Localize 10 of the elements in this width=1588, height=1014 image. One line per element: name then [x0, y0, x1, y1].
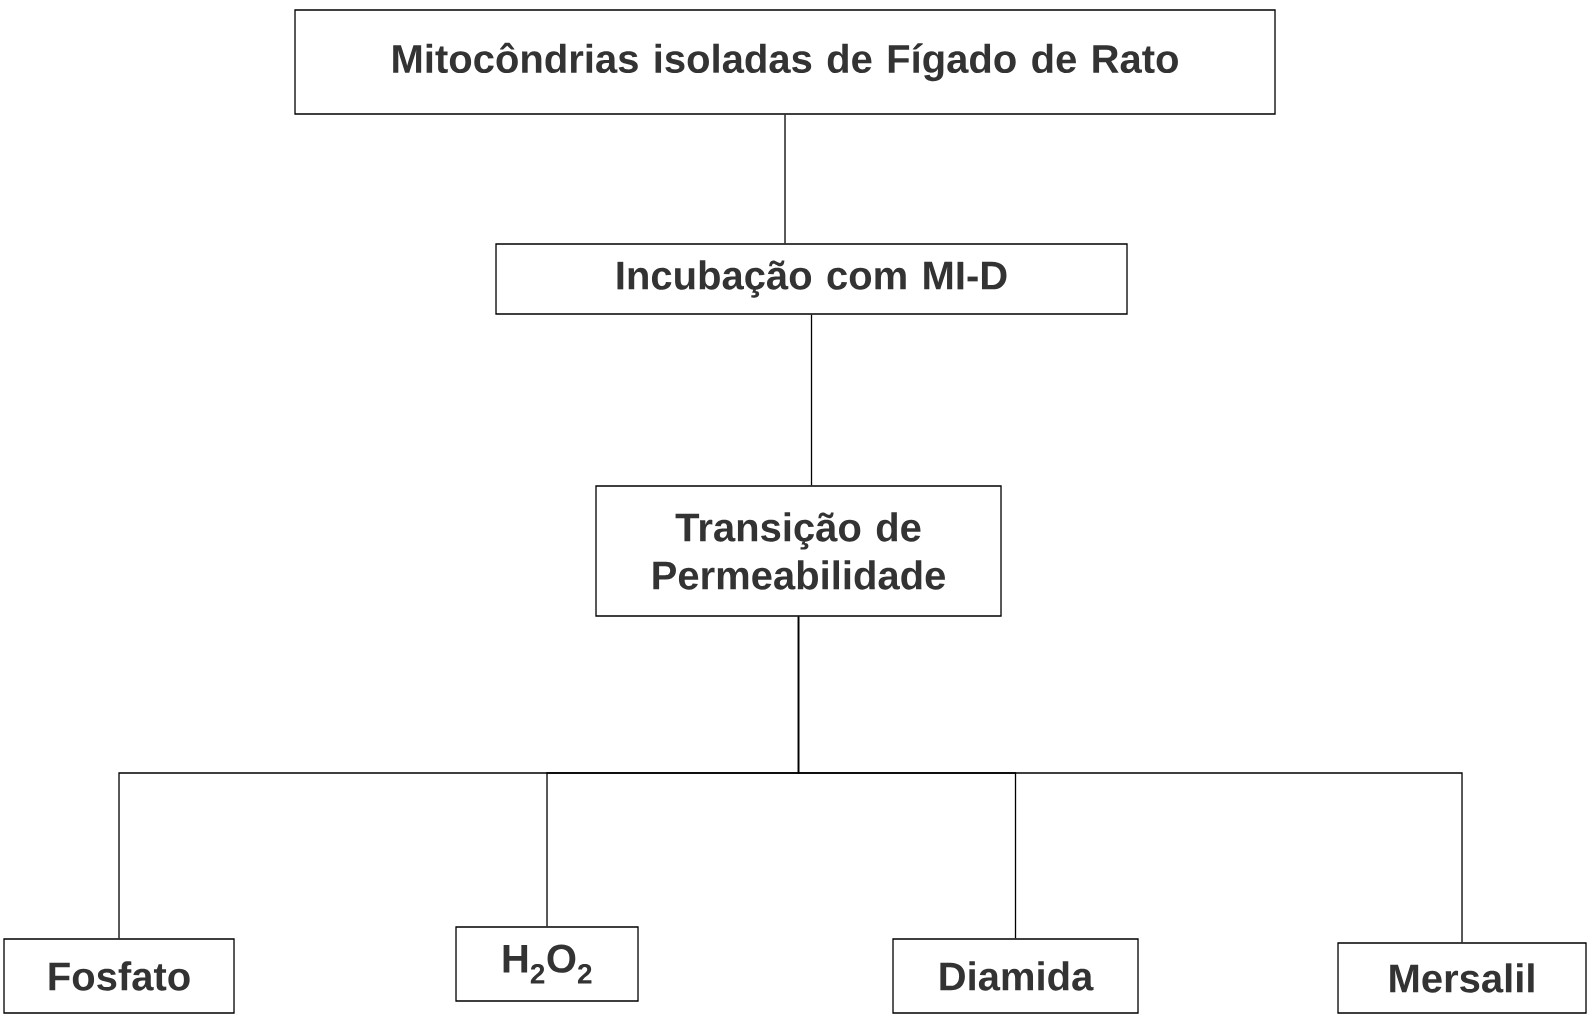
process-box: Mersalil: [1337, 942, 1587, 1014]
connector-line: [784, 114, 786, 244]
process-box: Incubação com MI-D: [495, 243, 1128, 315]
connector-line: [810, 314, 813, 486]
process-box: H$_{2}$O$_{2}$: [455, 926, 639, 1002]
process-box: Transição de Permeabilidade: [595, 485, 1002, 617]
connector-line: [797, 616, 1463, 943]
process-box: Mitocôndrias isoladas de Fígado de Rato: [294, 9, 1276, 115]
process-box: Diamida: [892, 938, 1139, 1014]
process-box: Fosfato: [3, 938, 235, 1014]
